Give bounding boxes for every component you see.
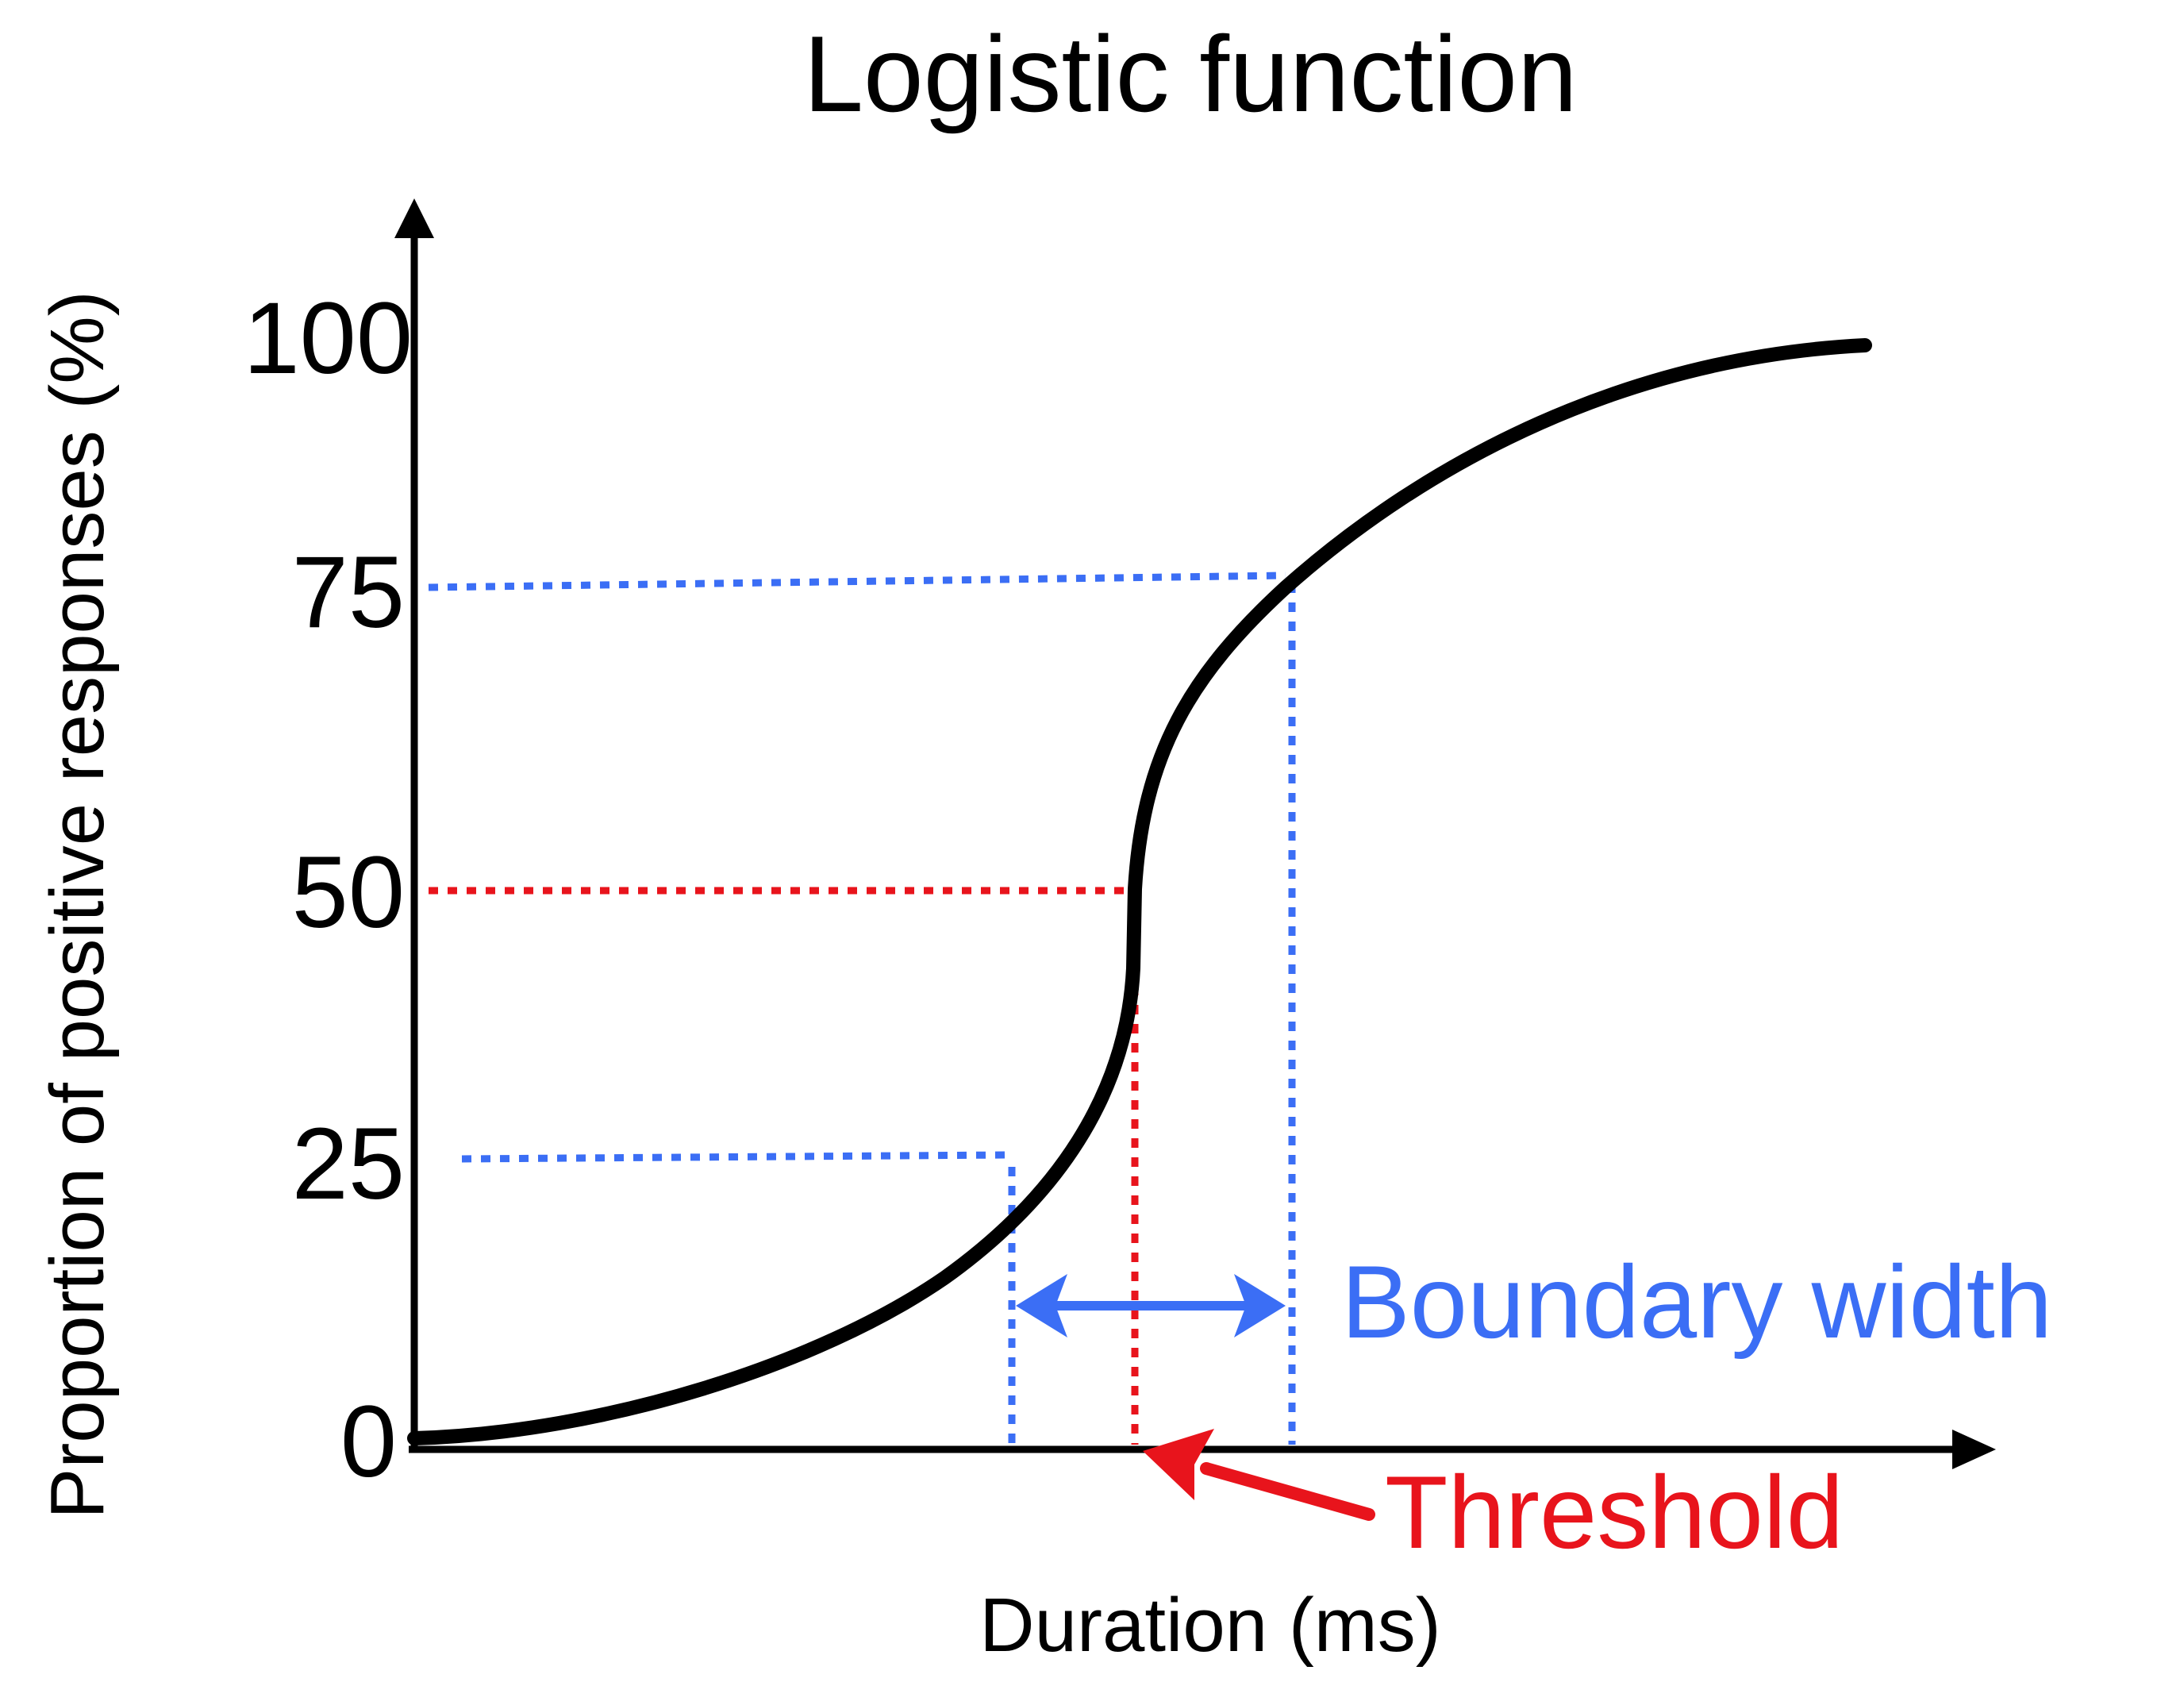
threshold-arrow-line xyxy=(1200,1462,1375,1521)
boundary-width-arrowhead-left xyxy=(1016,1274,1067,1337)
threshold-arrow xyxy=(1143,1429,1375,1521)
threshold-guides xyxy=(429,887,1139,1445)
boundary-width-arrow xyxy=(1016,1274,1286,1337)
boundary-guides xyxy=(428,572,1296,1445)
chart-title: Logistic function xyxy=(803,13,1577,134)
boundary-width-arrowhead-right xyxy=(1234,1274,1286,1337)
y-tick-label-0: 0 xyxy=(340,1385,397,1499)
y-tick-labels: 0 25 50 75 100 xyxy=(243,282,413,1499)
y-tick-label-75: 75 xyxy=(292,536,405,649)
boundary-high-horizontal-guide xyxy=(428,572,1286,591)
y-tick-label-100: 100 xyxy=(243,282,413,395)
boundary-width-label: Boundary width xyxy=(1341,1244,2052,1360)
y-tick-label-25: 25 xyxy=(292,1107,405,1221)
x-axis-label: Duration (ms) xyxy=(979,1583,1440,1668)
y-axis-label: Proportion of positive responses (%) xyxy=(35,291,120,1518)
y-axis-arrowhead xyxy=(394,198,434,238)
threshold-arrowhead xyxy=(1143,1429,1214,1500)
logistic-curve xyxy=(407,338,1872,1445)
x-axis-arrowhead xyxy=(1952,1430,1996,1469)
boundary-low-horizontal-guide xyxy=(461,1151,1009,1163)
threshold-label: Threshold xyxy=(1385,1454,1844,1570)
y-tick-label-50: 50 xyxy=(292,836,405,949)
